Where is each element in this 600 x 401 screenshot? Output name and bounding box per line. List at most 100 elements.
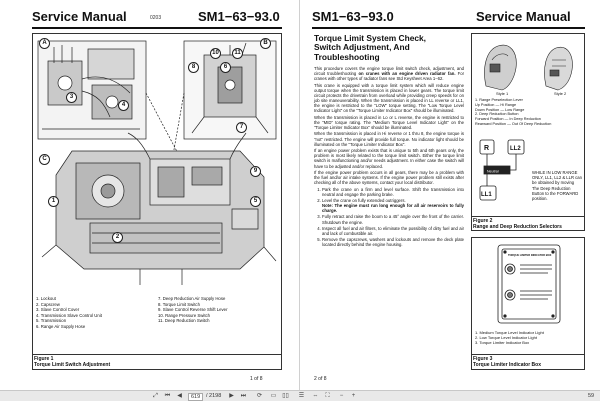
last-page-icon[interactable]: ⏭ <box>240 393 247 399</box>
section-title: Torque Limit System Check, Switch Adjust… <box>314 33 464 62</box>
callout-2: 2 <box>112 232 123 243</box>
paragraph-low-torque: This crane is equipped with a torque lim… <box>314 82 464 114</box>
left-page: Service Manual 0203 SM1−63−93.0 <box>0 0 300 390</box>
step-note: Note: The engine must run long enough fo… <box>322 203 464 214</box>
legend-item: 7. Deep Reduction Air Supply Hose <box>158 296 226 301</box>
section-title-line: Torque Limit System Check, <box>314 33 427 43</box>
section-title-line: Troubleshooting <box>314 51 380 62</box>
page-number-input[interactable]: 619 <box>188 392 204 401</box>
step-text: Remove the capscrews, washers and lockou… <box>322 236 464 248</box>
two-page-icon[interactable]: ▯▯ <box>282 393 289 399</box>
intro-bold-text: on cranes with an engine driven radiator… <box>358 71 456 77</box>
shift-lever-drawing: Style 1 Style 2 <box>484 44 573 96</box>
legend-item: 3. Torque Limiter Indicator Box <box>475 340 530 345</box>
style2-label: Style 2 <box>554 91 567 96</box>
legend-item: 10. Range Pressure Switch <box>158 312 211 318</box>
callout-1: 1 <box>48 196 59 207</box>
legend-item: 2. Capscrew <box>36 301 60 307</box>
paragraph-all-gears: If the engine power problem occurs in al… <box>314 169 464 186</box>
step-text: Inspect all fuel and air filters, to eli… <box>322 225 464 236</box>
callout-9: 9 <box>250 166 261 177</box>
callout-8: 8 <box>188 62 199 73</box>
legend-item: 1. Lockout <box>36 296 56 301</box>
paragraph-full-torque: When the transmission is placed in Hi re… <box>314 131 464 147</box>
indicator-box-title: TORQUE LIMITER INDICATOR BOX <box>508 253 552 257</box>
style1-label: Style 1 <box>496 91 509 96</box>
figure-2-caption-text: Range and Deep Reduction Selectors <box>473 224 562 230</box>
paragraph-mid-torque: When the transmission is placed in Lo or… <box>314 114 464 131</box>
step-text: Level the crane on fully extended outrig… <box>322 197 406 203</box>
legend-item: Up Position — Hi Range <box>475 102 517 107</box>
zoom-out-icon[interactable]: − <box>339 393 344 399</box>
shift-pattern-diagram: R LL2 LL1 Neutral <box>479 139 525 201</box>
prev-page-icon[interactable]: ◀ <box>177 393 182 399</box>
figure-1-caption: Figure 1 Torque Limit Switch Adjustment <box>32 354 282 368</box>
figure-2-label: Figure 2 <box>473 218 493 224</box>
figure-1-caption-text: Torque Limit Switch Adjustment <box>34 362 111 368</box>
section-title-line: Switch Adjustment, And <box>314 42 410 53</box>
legend-item: 11. Deep Reduction Switch <box>158 318 210 324</box>
legend-item: 2. Low Torque Level Indicator Light <box>475 335 537 340</box>
callout-11: 11 <box>232 48 243 59</box>
scroll-icon[interactable]: ☰ <box>298 393 305 399</box>
right-page: SM1−63−93.0 Service Manual Torque Limit … <box>300 0 600 390</box>
left-header-number: 0203 <box>150 15 162 21</box>
legend-item: 4. Transmission Slave Control Unit <box>36 312 102 318</box>
callout-7: 7 <box>236 122 247 133</box>
shift-label-neutral: Neutral <box>487 170 499 174</box>
legend-item: 5. Transmission <box>36 318 67 324</box>
legend-item: 8. Torque Limit Switch <box>158 301 200 307</box>
paragraph-5th-6th-gear: If an engine power problem exists that i… <box>314 148 464 169</box>
step-item: Inspect all fuel and air filters, to eli… <box>322 226 464 236</box>
left-header-rule <box>32 27 282 29</box>
shift-label-ll1: LL1 <box>481 192 492 198</box>
fit-page-icon[interactable]: ⛶ <box>325 393 330 399</box>
legend-item: Forward Position — In Deep Reduction <box>475 117 541 122</box>
zoom-level[interactable]: 59 <box>588 393 595 399</box>
figure-2-legend: 1. Range Preselection Lever Up Position … <box>475 98 551 127</box>
right-page-footer: 2 of 8 <box>314 376 327 382</box>
zoom-in-icon[interactable]: + <box>351 393 356 399</box>
right-header-title: Service Manual <box>476 9 571 24</box>
procedure-steps: Park the crane on a firm and level surfa… <box>314 187 464 248</box>
first-page-icon[interactable]: ⏮ <box>164 393 171 399</box>
rotate-icon[interactable]: ⟳ <box>256 393 263 399</box>
right-header-rule <box>312 27 585 29</box>
fit-width-icon[interactable]: ⇔ <box>312 393 319 399</box>
legend-item: 1. Medium Torque Level Indicator Light <box>475 330 544 335</box>
left-page-footer: 1 of 8 <box>250 376 263 382</box>
legend-item: 9. Slave Control Reverse Shift Lever <box>158 307 228 313</box>
next-page-icon[interactable]: ▶ <box>229 393 234 399</box>
single-page-icon[interactable]: ▭ <box>270 393 277 399</box>
figure-1-legend-col1: 1. Lockout 2. Capscrew 3. Slave Control … <box>36 296 102 330</box>
expand-icon[interactable]: ⤢ <box>153 393 158 399</box>
callout-a: A <box>39 38 50 49</box>
left-header-title: Service Manual <box>32 9 127 24</box>
callout-b: B <box>260 38 271 49</box>
step-text: Park the crane on a firm and level surfa… <box>322 186 464 197</box>
right-header-code: SM1−63−93.0 <box>312 9 394 24</box>
figure-3-caption: Figure 3 Torque Limiter Indicator Box <box>471 354 585 368</box>
legend-item: 6. Range Air Supply Hose <box>36 323 86 329</box>
torque-indicator-box-drawing: TORQUE LIMITER INDICATOR BOX <box>497 244 561 324</box>
legend-item: 2. Deep Reduction Button <box>475 112 519 117</box>
legend-item: 3. Slave Control Cover <box>36 307 80 313</box>
figure-2-caption: Figure 2 Range and Deep Reduction Select… <box>471 216 585 230</box>
callout-4: 4 <box>118 100 129 111</box>
shift-label-ll2: LL2 <box>510 146 521 152</box>
figure-3-caption-text: Torque Limiter Indicator Box <box>473 362 541 368</box>
left-header-code: SM1−63−93.0 <box>198 9 280 24</box>
intro-end-text: For cranes with other types of radiator … <box>314 71 465 82</box>
figure-3-label: Figure 3 <box>473 356 493 362</box>
legend-item: Rearward Position — Out Of Deep Reductio… <box>475 121 552 126</box>
callout-6: 6 <box>220 62 231 73</box>
step-item: Fully retract and raise the boom to a 45… <box>322 214 464 224</box>
step-item: Level the crane on fully extended outrig… <box>322 198 464 213</box>
legend-item: Down Position — Low Range <box>475 107 525 112</box>
step-text: Fully retract and raise the boom to a 45… <box>322 214 464 225</box>
shift-pattern-note: WHILE IN LOW RANGE ONLY, LL1, LL2 & LLR … <box>532 170 582 202</box>
callout-3: 3 <box>66 92 77 103</box>
figure-1-legend-col2: 7. Deep Reduction Air Supply Hose 8. Tor… <box>158 296 228 324</box>
callout-10: 10 <box>210 48 221 59</box>
